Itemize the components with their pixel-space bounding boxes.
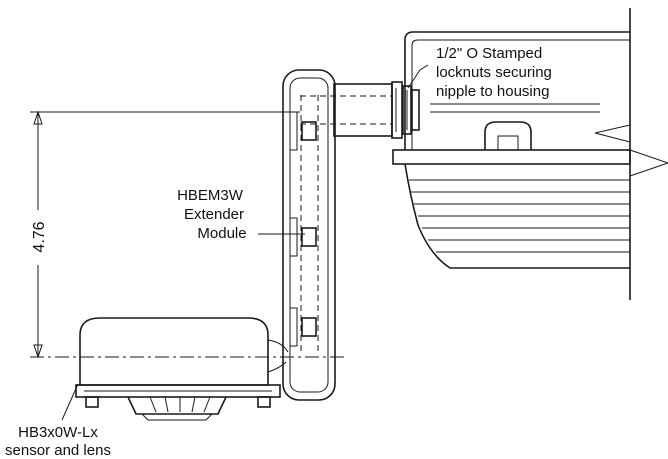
nipple <box>300 83 393 137</box>
locknuts <box>391 81 420 139</box>
module-callout: HBEM3W Extender Module <box>177 187 305 242</box>
sensor-callout: HB3x0W-Lx sensor and lens <box>5 383 111 459</box>
sensor-label-line2: sensor and lens <box>5 442 111 459</box>
locknut-label-line3: nipple to housing <box>436 83 549 100</box>
locknut-label-line1: 1/2" O Stamped <box>436 45 542 62</box>
fixture-housing <box>392 8 668 300</box>
sensor-label-line1: HB3x0W-Lx <box>18 424 98 441</box>
sensor-body <box>75 317 289 421</box>
module-label-line2: Extender <box>184 206 244 223</box>
extender-module <box>282 69 336 401</box>
locknut-label-line2: locknuts securing <box>436 64 552 81</box>
dimension-value: 4.76 <box>31 221 48 252</box>
locknut-callout: 1/2" O Stamped locknuts securing nipple … <box>407 45 552 100</box>
module-label-line3: Module <box>197 225 246 242</box>
module-label-line1: HBEM3W <box>177 187 244 204</box>
dimension-4-76: 4.76 <box>30 110 345 359</box>
